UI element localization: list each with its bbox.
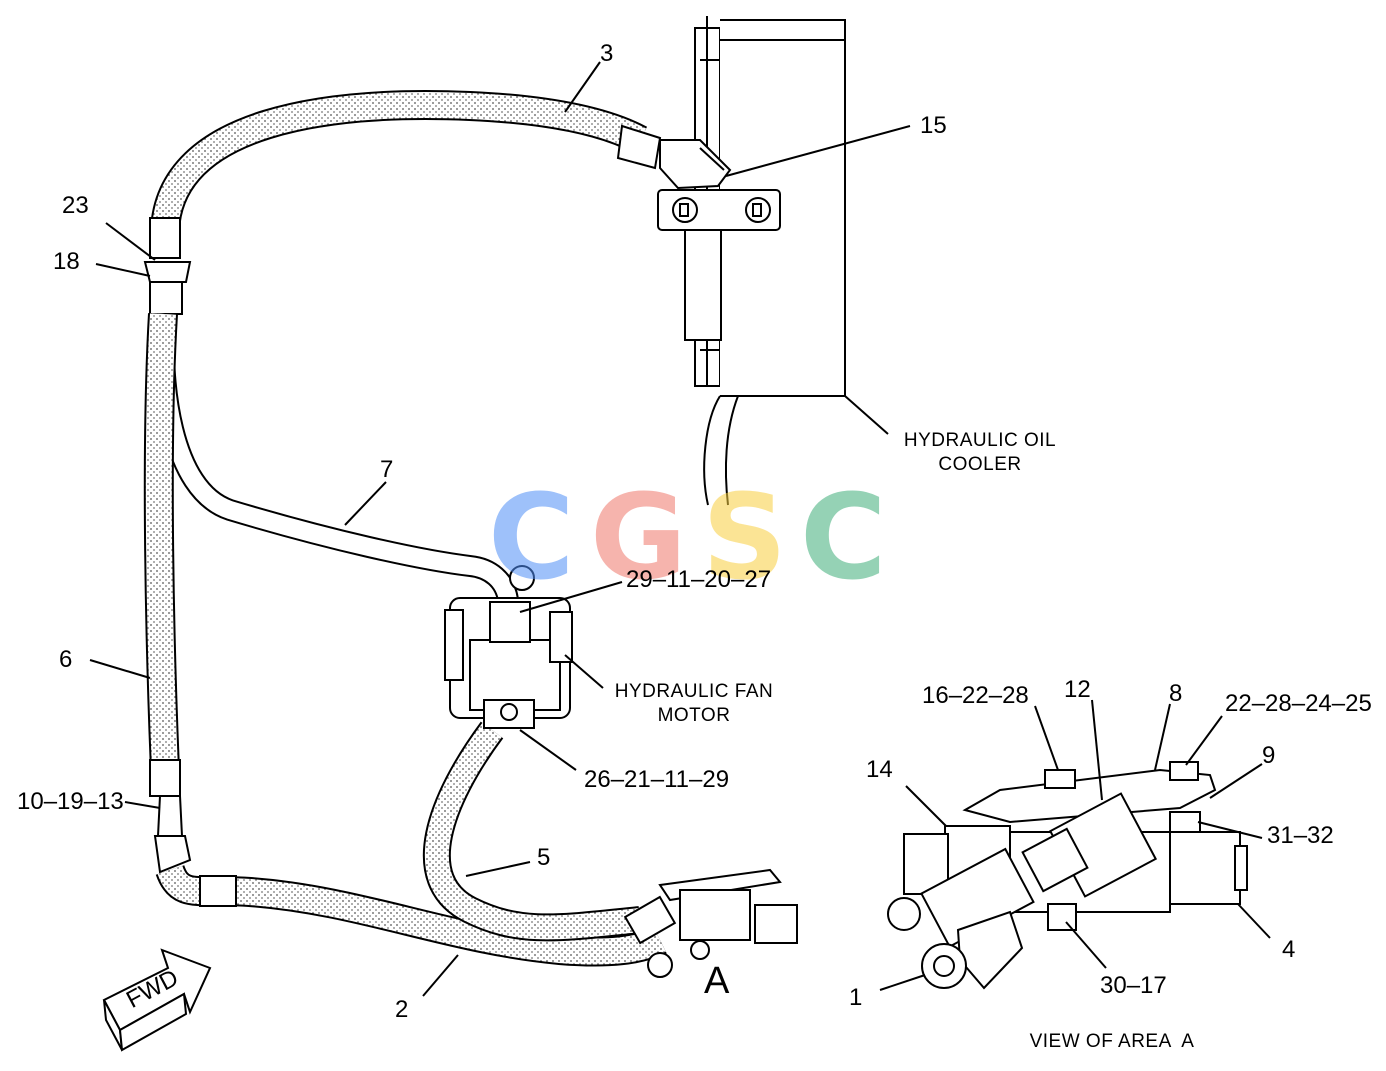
callout-23: 23: [62, 192, 89, 219]
callout-6: 6: [59, 646, 73, 673]
callout-15: 15: [920, 112, 947, 139]
fan-motor-caption: HYDRAULIC FAN MOTOR: [594, 680, 794, 728]
callout-2: 2: [395, 996, 409, 1023]
area-a-marker: A: [704, 960, 730, 1002]
hydraulic-oil-cooler: [694, 16, 889, 506]
fwd-arrow: [102, 948, 212, 1052]
callout-12: 12: [1064, 676, 1091, 703]
callout-7: 7: [380, 456, 394, 483]
cooler-mount-block: [657, 189, 781, 341]
left-fittings: [143, 217, 192, 315]
callout-4: 4: [1282, 936, 1296, 963]
area-a-valve-group: [623, 868, 798, 978]
elbow-fitting: [616, 124, 732, 190]
cooler-caption-line1: HYDRAULIC OIL: [903, 430, 1057, 451]
cooler-caption: HYDRAULIC OIL COOLER: [880, 429, 1080, 477]
fan-motor-caption-line2: MOTOR: [657, 705, 731, 726]
callout-10-19-13: 10–19–13: [17, 788, 124, 815]
callout-9: 9: [1262, 742, 1276, 769]
callout-31-32: 31–32: [1267, 822, 1334, 849]
callout-22-28-24-25: 22–28–24–25: [1225, 690, 1372, 717]
watermark-letter-s: S: [702, 468, 787, 606]
cooler-caption-line2: COOLER: [938, 454, 1022, 475]
leader-lines: [89, 61, 1271, 997]
callout-14: 14: [866, 756, 893, 783]
callout-5: 5: [537, 844, 551, 871]
hydraulic-fan-motor: [444, 565, 604, 729]
watermark-letter-c1: C: [488, 468, 575, 606]
callout-26-21-11-29: 26–21–11–29: [584, 766, 730, 793]
callout-8: 8: [1169, 680, 1183, 707]
callout-1: 1: [849, 984, 863, 1011]
callout-30-17: 30–17: [1100, 972, 1167, 999]
fan-motor-caption-line1: HYDRAULIC FAN: [614, 681, 774, 702]
view-of-area-a: [887, 761, 1248, 990]
callout-16-22-28: 16–22–28: [922, 682, 1029, 709]
watermark-letter-c2: C: [800, 468, 887, 606]
callout-29-11-20-27: 29–11–20–27: [626, 566, 772, 593]
callout-3: 3: [600, 40, 614, 67]
lower-left-fittings: [149, 759, 192, 874]
watermark-letter-g: G: [590, 468, 687, 606]
callout-18: 18: [53, 248, 80, 275]
view-of-area-caption: VIEW OF AREA A: [1029, 1031, 1195, 1052]
